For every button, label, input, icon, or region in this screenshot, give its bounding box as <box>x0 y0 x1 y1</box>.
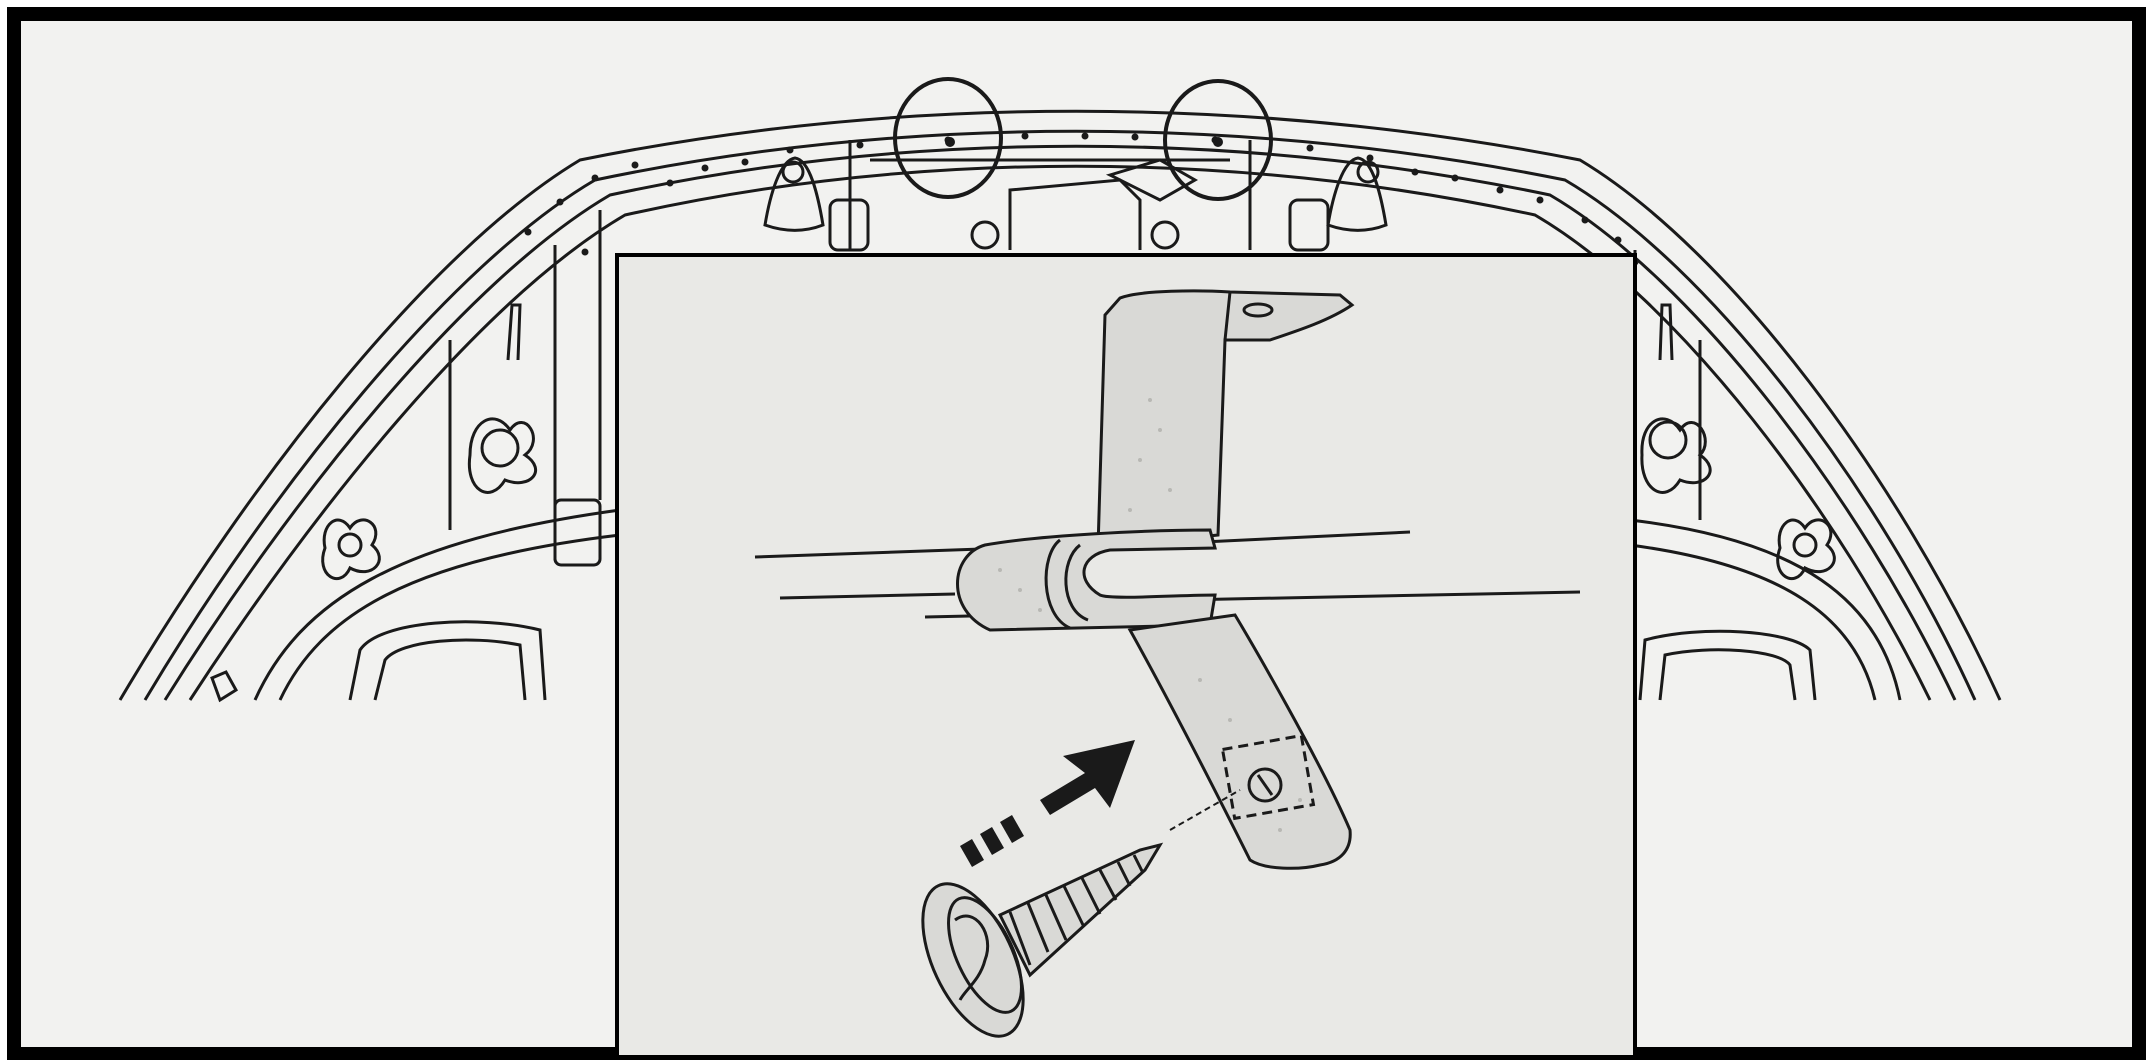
circle-callout-icon <box>1163 79 1273 201</box>
inner-arch-left-2 <box>278 533 621 701</box>
right-bay-inner <box>1658 648 1797 701</box>
right-bay <box>1638 629 1817 701</box>
clip-bracket-icon <box>956 289 1355 870</box>
inner-arch-left <box>253 508 621 701</box>
clip-loop <box>956 528 1217 632</box>
trim-mark <box>210 670 239 703</box>
left-bay <box>348 620 547 701</box>
circle-callout-icon <box>893 77 1003 199</box>
alignment-line <box>1169 789 1241 831</box>
top-mechanism-2 <box>1105 158 1199 202</box>
left-latch <box>553 498 602 567</box>
screw-icon <box>921 842 1164 1038</box>
arrow-up-right-icon <box>960 740 1135 867</box>
ear-right <box>1326 156 1388 232</box>
top-left-tab <box>828 198 870 252</box>
wing-nut-icon <box>467 303 538 494</box>
panel-edge-3 <box>163 144 1957 701</box>
wing-nut-icon <box>1776 518 1836 580</box>
hole-callouts <box>893 77 1273 201</box>
body-panel-drawing <box>118 109 2002 703</box>
panel-edge-2 <box>143 129 1977 701</box>
screw-hole <box>1247 767 1283 803</box>
ear-left <box>763 156 825 232</box>
inner-arch-right <box>1629 518 1902 701</box>
wing-nut-icon <box>1640 303 1712 494</box>
panel-edge-4 <box>188 164 1932 701</box>
detail-inset <box>615 253 1637 1059</box>
left-bay-inner <box>373 638 527 701</box>
top-hole-2 <box>1150 220 1180 250</box>
panel-outer-edge <box>118 109 2002 701</box>
clip-upper-arm <box>1096 289 1355 550</box>
shading <box>998 398 1302 832</box>
background-fasteners <box>321 156 1836 580</box>
inner-arch-right-2 <box>1629 543 1877 701</box>
clip-lower-tab <box>1127 613 1352 870</box>
wing-nut-icon <box>321 518 381 580</box>
top-hole-1 <box>970 220 1000 250</box>
screw-hole-outline <box>1220 733 1316 821</box>
